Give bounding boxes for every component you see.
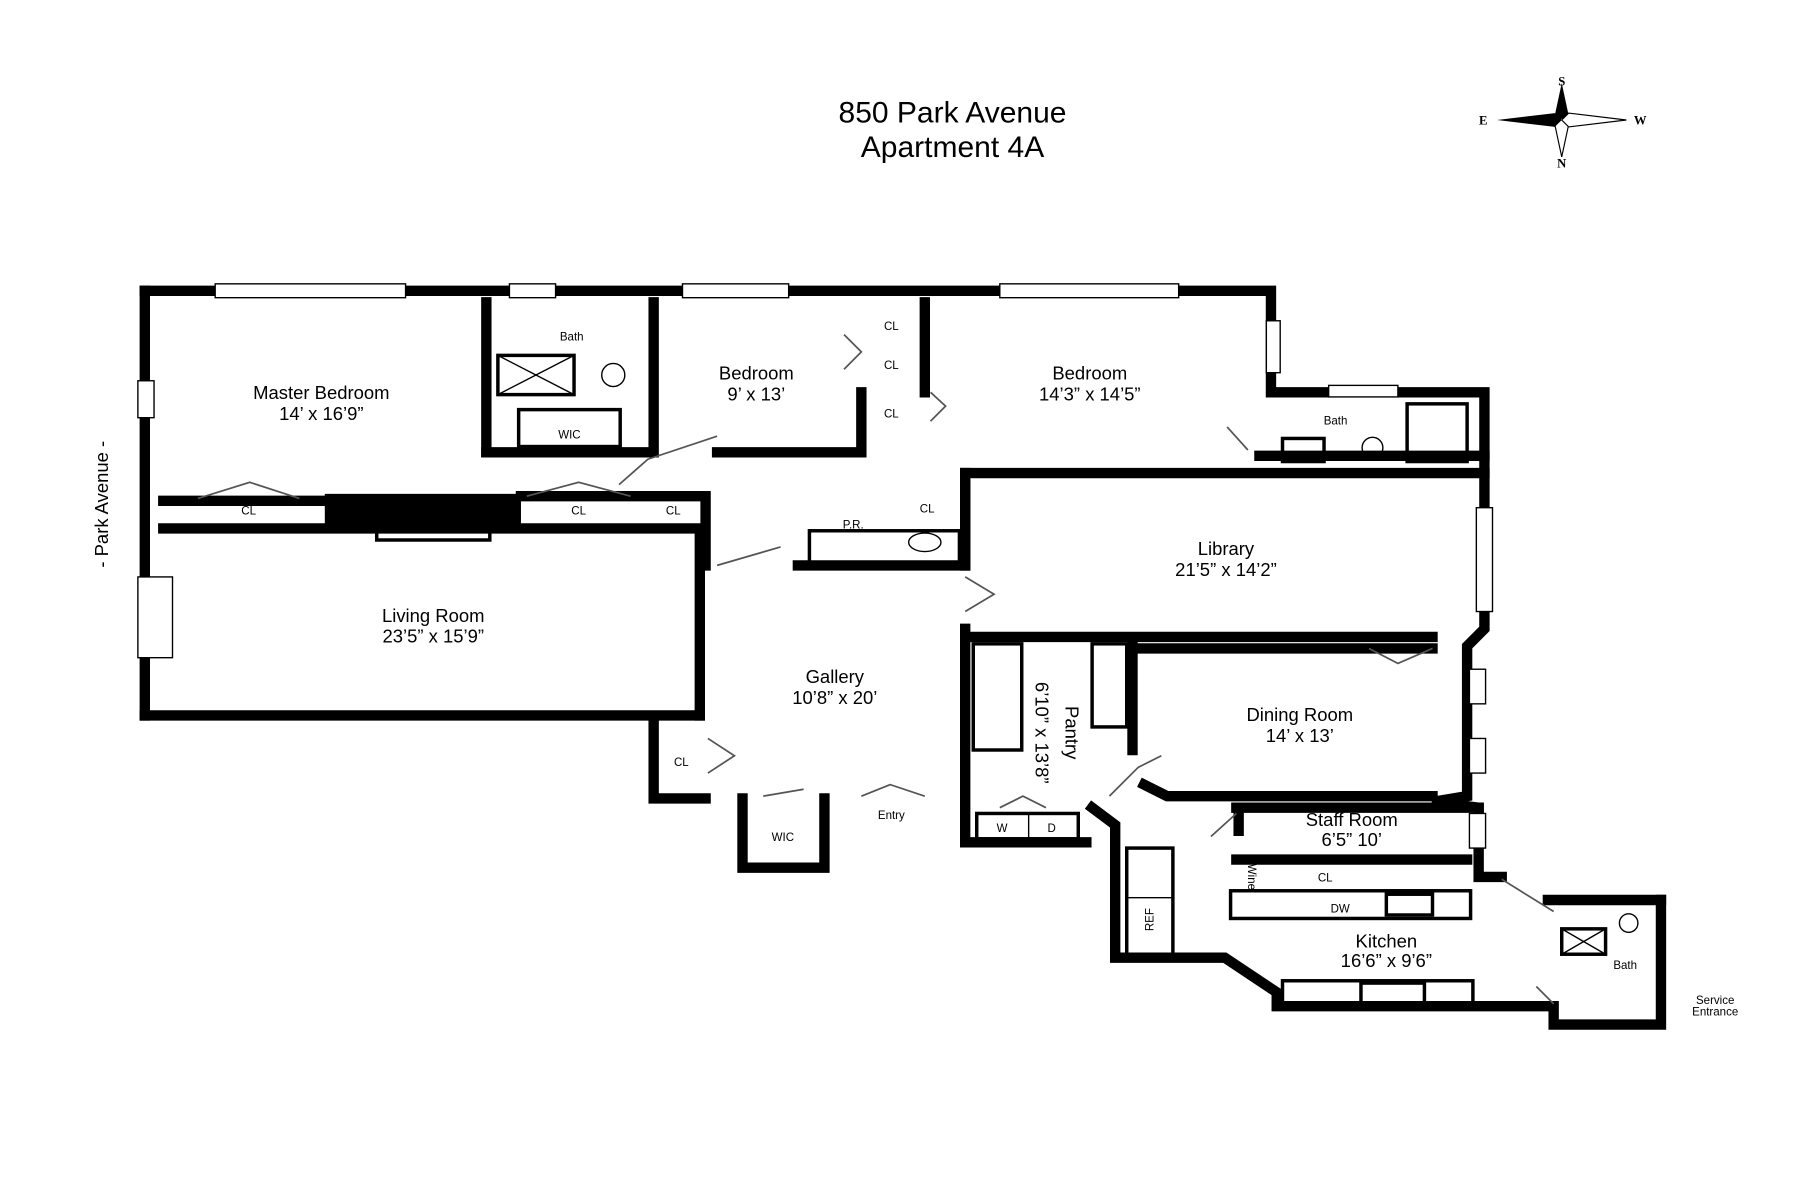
bedroom-large-dims: 14’3” x 14’5”: [1039, 383, 1141, 404]
bath-label: Bath: [1613, 960, 1637, 972]
room-labels: Master Bedroom 14’ x 16’9” Bedroom 9’ x …: [253, 363, 1432, 971]
kitchen-name: Kitchen: [1356, 930, 1418, 951]
closet-label: CL: [241, 506, 256, 518]
bedroom-small-name: Bedroom: [719, 363, 794, 384]
staff-room-dims: 6’5” 10’: [1321, 829, 1382, 850]
kitchen-dims: 16’6” x 9’6”: [1341, 950, 1432, 971]
closet-label: CL: [674, 757, 689, 769]
library-dims: 21’5” x 14’2”: [1175, 559, 1277, 580]
compass-w: W: [1634, 114, 1647, 128]
closet-label: CL: [1318, 873, 1333, 885]
compass-e: E: [1479, 114, 1487, 128]
dryer-label: D: [1048, 823, 1056, 835]
closet-label: CL: [884, 321, 899, 333]
pantry-name: Pantry: [1062, 706, 1083, 760]
street-label: - Park Avenue -: [91, 441, 112, 568]
bedroom-large-name: Bedroom: [1052, 363, 1127, 384]
staff-room-name: Staff Room: [1306, 809, 1398, 830]
service-entrance-label: Entrance: [1692, 1006, 1738, 1018]
living-room-dims: 23’5” x 15’9”: [382, 626, 484, 647]
master-bedroom-name: Master Bedroom: [253, 382, 389, 403]
living-room-name: Living Room: [382, 605, 485, 626]
dishwasher-label: DW: [1331, 904, 1350, 916]
compass-n: N: [1557, 156, 1566, 170]
master-bedroom-dims: 14’ x 16’9”: [279, 403, 363, 424]
gallery-name: Gallery: [806, 666, 865, 687]
closet-label: CL: [884, 409, 899, 421]
library-name: Library: [1198, 538, 1255, 559]
bath-label: Bath: [560, 331, 584, 343]
bath-label: Bath: [1324, 416, 1348, 428]
windows: [137, 283, 1494, 849]
doors: [197, 334, 1555, 1005]
wic-label: WIC: [558, 429, 580, 441]
gallery-dims: 10’8” x 20’: [792, 687, 877, 708]
fixtures: [374, 353, 1639, 1008]
dining-room-dims: 14’ x 13’: [1266, 725, 1334, 746]
closet-label: CL: [884, 360, 899, 372]
title-line1: 850 Park Avenue: [839, 96, 1067, 129]
refrigerator-label: REF: [1144, 908, 1156, 931]
closet-label: CL: [571, 506, 586, 518]
closet-label: CL: [666, 506, 681, 518]
closet-label: CL: [920, 503, 935, 515]
compass-s: S: [1558, 74, 1565, 88]
powder-room-label: P.R.: [843, 519, 864, 531]
title-line2: Apartment 4A: [861, 131, 1044, 164]
bedroom-small-dims: 9’ x 13’: [727, 383, 785, 404]
wic-label: WIC: [772, 832, 794, 844]
fixture-labels: Bath Bath Bath WIC WIC CL CL CL CL CL CL…: [241, 321, 1738, 1018]
entry-label: Entry: [878, 810, 905, 822]
fireplace-label: F/P: [423, 521, 441, 533]
pantry-dims: 6’10” x 13’8”: [1032, 682, 1053, 784]
dining-room-name: Dining Room: [1246, 704, 1353, 725]
service-entrance-label: Service: [1696, 995, 1734, 1007]
compass-icon: S N E W: [1479, 74, 1647, 170]
washer-label: W: [997, 823, 1008, 835]
wine-label: Wine: [1245, 864, 1257, 890]
